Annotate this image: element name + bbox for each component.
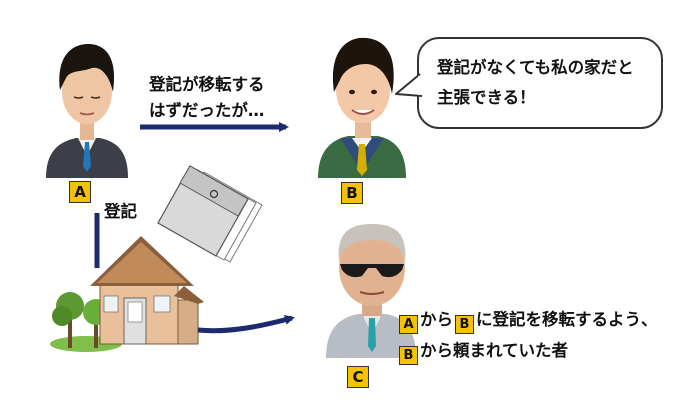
c-desc-line1-end: に登記を移転するよう、 [476, 310, 658, 329]
document-icon [157, 165, 263, 263]
label-b: B [341, 182, 363, 204]
speech-bubble: 登記がなくても私の家だと 主張できる！ [417, 37, 663, 129]
label-c: C [347, 366, 369, 388]
speech-line1: 登記がなくても私の家だと [437, 58, 634, 77]
c-desc-line2-end: から頼まれていた者 [420, 341, 569, 360]
person-b-avatar [318, 37, 406, 178]
inline-label-a: A [399, 315, 418, 334]
speech-line2: 主張できる！ [437, 88, 536, 107]
inline-label-b-2: B [399, 346, 418, 365]
house-icon [90, 236, 204, 345]
arrow-caption-line1: 登記が移転する [149, 75, 265, 94]
c-desc-from: から [420, 310, 453, 329]
arrow-caption: 登記が移転する はずだったが… [149, 72, 265, 124]
speech-bubble-text: 登記がなくても私の家だと 主張できる！ [437, 53, 634, 113]
person-a-avatar [46, 44, 128, 178]
arrow-caption-line2: はずだったが… [149, 101, 265, 120]
person-c-avatar [326, 224, 416, 358]
inline-label-b: B [455, 315, 474, 334]
label-a: A [69, 181, 91, 203]
arrow-house-to-c [197, 314, 295, 334]
registration-label: 登記 [104, 202, 137, 221]
